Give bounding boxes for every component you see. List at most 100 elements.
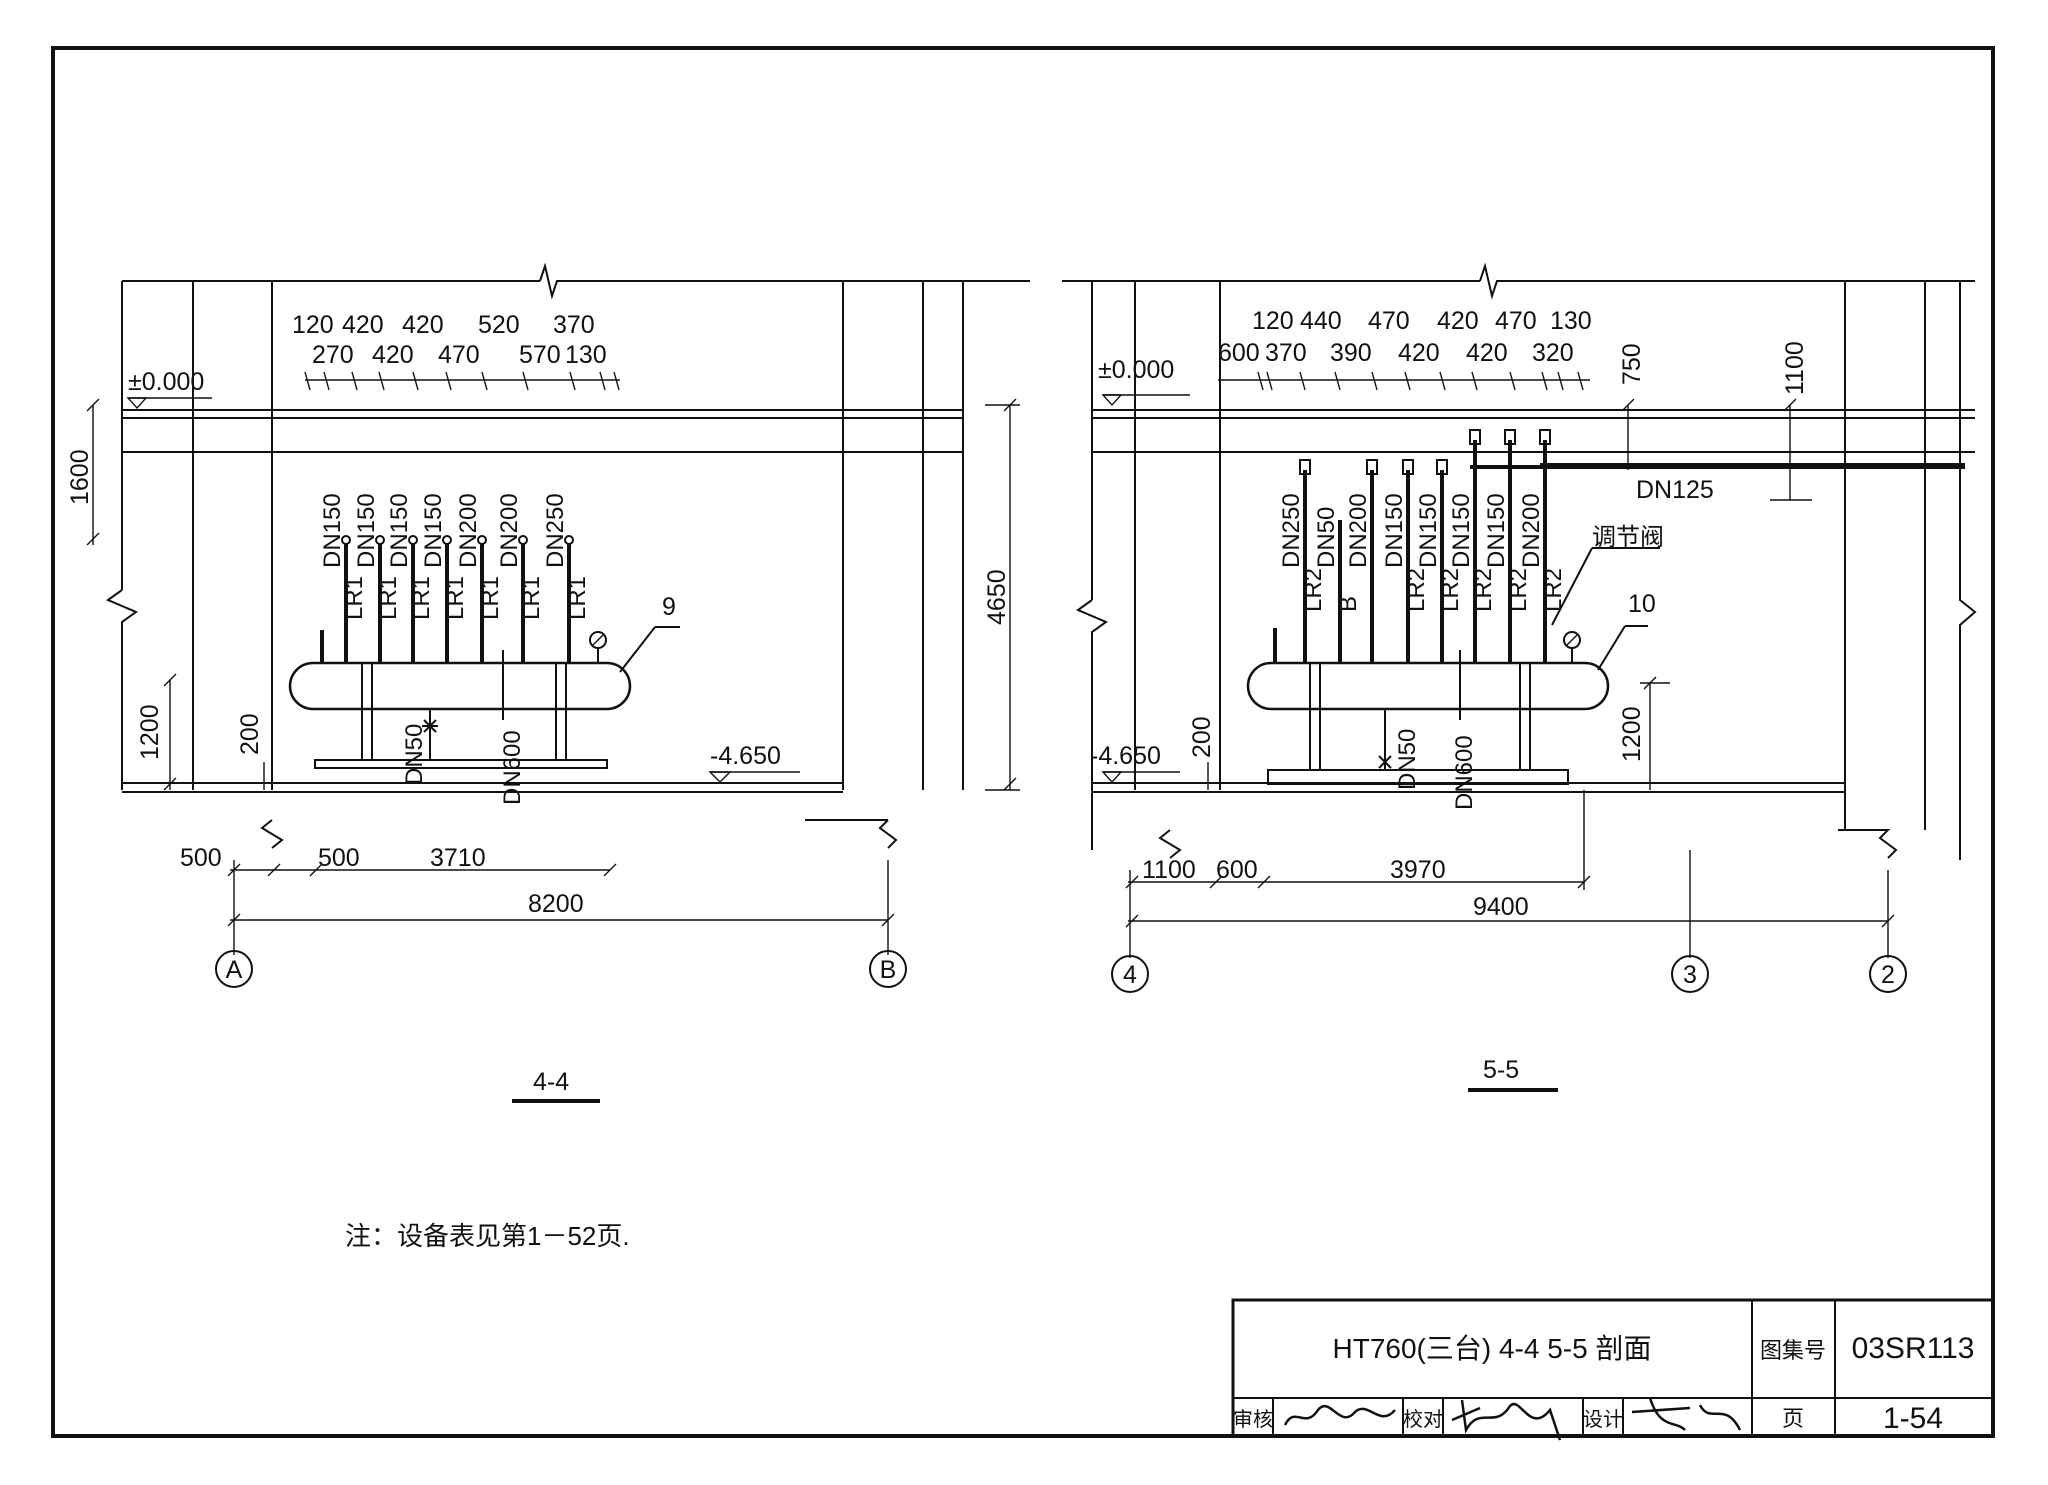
drawing-title: HT760(三台) 4-4 5-5 剖面 xyxy=(1333,1333,1652,1364)
pipe-size-l-2: DN150 xyxy=(386,493,413,568)
signature-check xyxy=(1451,1399,1562,1441)
pipe-label-l-2: LR1 xyxy=(408,576,435,620)
note-text: 注：设备表见第1－52页. xyxy=(345,1221,630,1251)
branch-pipes-left xyxy=(320,535,680,760)
pipe-size-l-5: DN200 xyxy=(496,493,523,568)
signature-review xyxy=(1283,1405,1396,1426)
dim-r-r2-5: 320 xyxy=(1532,339,1574,367)
drain-valve-icon xyxy=(422,719,438,733)
check-label: 校对 xyxy=(1403,1408,1443,1431)
dim-r-r1-5: 130 xyxy=(1550,307,1592,335)
dim-1100-vertical: 1100 xyxy=(1781,341,1809,395)
pipe-label-r-5: LR2 xyxy=(1505,568,1532,612)
pipe-size-r-0: DN250 xyxy=(1278,493,1305,568)
dim-l-r1-1: 420 xyxy=(342,311,384,339)
pipe-size-r-2: DN200 xyxy=(1345,493,1372,568)
dim-r-r2-1: 370 xyxy=(1265,339,1307,367)
bottom-dim-l-0: 500 xyxy=(180,844,222,872)
pipe-label-l-0: LR1 xyxy=(341,576,368,620)
dim-l-r2-4: 130 xyxy=(565,341,607,369)
elev-top-left: ±0.000 xyxy=(128,368,204,396)
atlas-number: 03SR113 xyxy=(1852,1332,1975,1365)
dim-l-r1-0: 120 xyxy=(292,311,334,339)
dim-r-r2-4: 420 xyxy=(1466,339,1508,367)
dim-1200-right: 1200 xyxy=(1618,706,1646,762)
pipe-label-l-4: LR1 xyxy=(477,576,504,620)
elev-bottom-right: -4.650 xyxy=(1090,742,1161,770)
pipe-label-r-2: LR2 xyxy=(1403,568,1430,612)
pipe-size-l-4: DN200 xyxy=(455,493,482,568)
pipe-label-r-6: LR2 xyxy=(1540,568,1567,612)
design-label: 设计 xyxy=(1583,1408,1623,1431)
pipe-size-r-7: DN200 xyxy=(1518,493,1545,568)
pipe-label-r-4: LR2 xyxy=(1470,568,1497,612)
left-top-dims: 120 420 420 520 370 270 420 470 570 130 xyxy=(292,311,607,369)
dim-r-r1-3: 420 xyxy=(1437,307,1479,335)
overall-dim-left: 8200 xyxy=(528,890,584,918)
dim-l-r2-1: 420 xyxy=(372,341,414,369)
pipe-label-r-0: LR2 xyxy=(1300,568,1327,612)
drain-size-left: DN50 xyxy=(401,724,428,785)
callout-9: 9 xyxy=(662,593,676,621)
atlas-label: 图集号 xyxy=(1760,1338,1826,1363)
pipe-size-l-1: DN150 xyxy=(353,493,380,568)
axis-B: B xyxy=(880,956,897,984)
pipe-label-r-3: LR2 xyxy=(1437,568,1464,612)
page-label: 页 xyxy=(1782,1406,1804,1431)
pipe-size-r-3: DN150 xyxy=(1381,493,1408,568)
dim-l-r2-3: 570 xyxy=(519,341,561,369)
dim-l-r1-3: 520 xyxy=(478,311,520,339)
valve-label: 调节阀 xyxy=(1592,524,1664,551)
pipe-label-l-3: LR1 xyxy=(442,576,469,620)
section-5-5 xyxy=(1062,262,1977,1092)
dim-r-r2-3: 420 xyxy=(1398,339,1440,367)
section-4-4 xyxy=(86,262,1030,1103)
dim-750: 750 xyxy=(1618,343,1646,385)
axis-3: 3 xyxy=(1683,961,1697,989)
section-title-4-4: 4-4 xyxy=(533,1068,569,1096)
right-top-dims: 120 440 470 420 470 130 600 370 390 420 … xyxy=(1218,307,1592,367)
pipe-size-l-6: DN250 xyxy=(542,493,569,568)
header-vessel-10 xyxy=(1246,661,1610,711)
title-block: HT760(三台) 4-4 5-5 剖面 图集号 03SR113 审核 校对 设… xyxy=(1231,1298,1995,1441)
elev-bottom-left: -4.650 xyxy=(710,742,781,770)
dim-r-r1-0: 120 xyxy=(1252,307,1294,335)
bottom-dim-r-1: 600 xyxy=(1216,856,1258,884)
pipe-label-l-6: LR1 xyxy=(564,576,591,620)
dim-4650: 4650 xyxy=(983,569,1011,625)
axis-2: 2 xyxy=(1881,961,1895,989)
pipe-label-r-1: B xyxy=(1335,596,1362,612)
header-size-left: DN600 xyxy=(499,730,526,805)
pipe-label-l-1: LR1 xyxy=(375,576,402,620)
dim-1600: 1600 xyxy=(66,449,94,505)
pipe-size-r-6: DN150 xyxy=(1483,493,1510,568)
review-label: 审核 xyxy=(1233,1408,1273,1431)
bottom-dim-r-2: 3970 xyxy=(1390,856,1446,884)
dim-200-left: 200 xyxy=(236,713,264,755)
left-pipe-sizes: DN150 DN150 DN150 DN150 DN200 DN200 DN25… xyxy=(319,493,591,805)
pipe-size-r-4: DN150 xyxy=(1415,493,1442,568)
dim-l-r1-4: 370 xyxy=(553,311,595,339)
axis-4: 4 xyxy=(1123,961,1137,989)
signature-design xyxy=(1631,1397,1742,1431)
callout-10: 10 xyxy=(1628,590,1656,618)
right-pipe-sizes: DN250 DN50 DN200 DN150 DN150 DN150 DN150… xyxy=(1278,493,1567,810)
pipe-size-l-3: DN150 xyxy=(420,493,447,568)
overall-dim-right: 9400 xyxy=(1473,893,1529,921)
pipe-size-r-5: DN150 xyxy=(1448,493,1475,568)
bottom-dim-l-1: 500 xyxy=(318,844,360,872)
dim-r-r1-4: 470 xyxy=(1495,307,1537,335)
dim-l-r2-2: 470 xyxy=(438,341,480,369)
bottom-dim-r-0: 1100 xyxy=(1142,856,1196,884)
pipe-size-l-0: DN150 xyxy=(319,493,346,568)
dim-200-right: 200 xyxy=(1188,716,1216,758)
dim-l-r1-2: 420 xyxy=(402,311,444,339)
main-pipe-dn125: DN125 xyxy=(1636,476,1714,504)
page-number: 1-54 xyxy=(1883,1402,1943,1435)
header-vessel-9 xyxy=(288,661,632,711)
bottom-dim-l-2: 3710 xyxy=(430,844,486,872)
sheet-border xyxy=(51,46,1995,1438)
dim-r-r1-2: 470 xyxy=(1368,307,1410,335)
dim-r-r2-2: 390 xyxy=(1330,339,1372,367)
